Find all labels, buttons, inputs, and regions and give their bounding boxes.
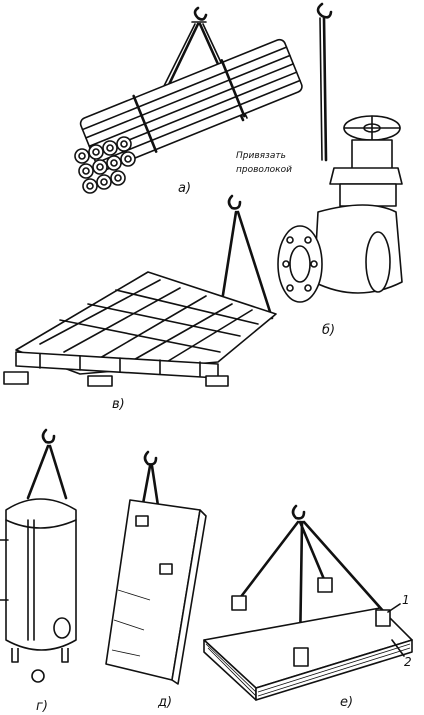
hook-icon [291,504,306,520]
caption-b: б) [322,323,335,338]
callout-2: 2 [404,655,412,669]
panel-v-frame: в) [3,194,277,412]
hook-icon [193,6,208,21]
callout-1: 1 [402,593,410,607]
pipe-ends [74,136,136,194]
panel-g-tank: г) [0,428,77,714]
hook-icon [41,428,56,444]
sling [26,444,68,500]
hook-icon [227,194,242,210]
note-line-1: Привязать [236,151,286,161]
caption-a: а) [178,181,191,196]
caption-v: в) [112,397,125,412]
caption-g: г) [36,699,48,714]
note-line-2: проволокой [236,165,292,175]
sling-right [236,210,274,320]
slings [238,520,386,652]
panel-a-pipe-bundle: а) [74,6,303,196]
caption-d: д) [157,695,172,710]
hook-icon [316,2,333,19]
caption-e: е) [340,695,353,710]
hook-icon [143,450,158,466]
sling [322,16,328,162]
panel-b-valve: Привязать проволокой б) [236,2,403,338]
panel-d-plate: д) [105,450,207,710]
panel-e-sheets: 1 2 е) [203,504,413,710]
